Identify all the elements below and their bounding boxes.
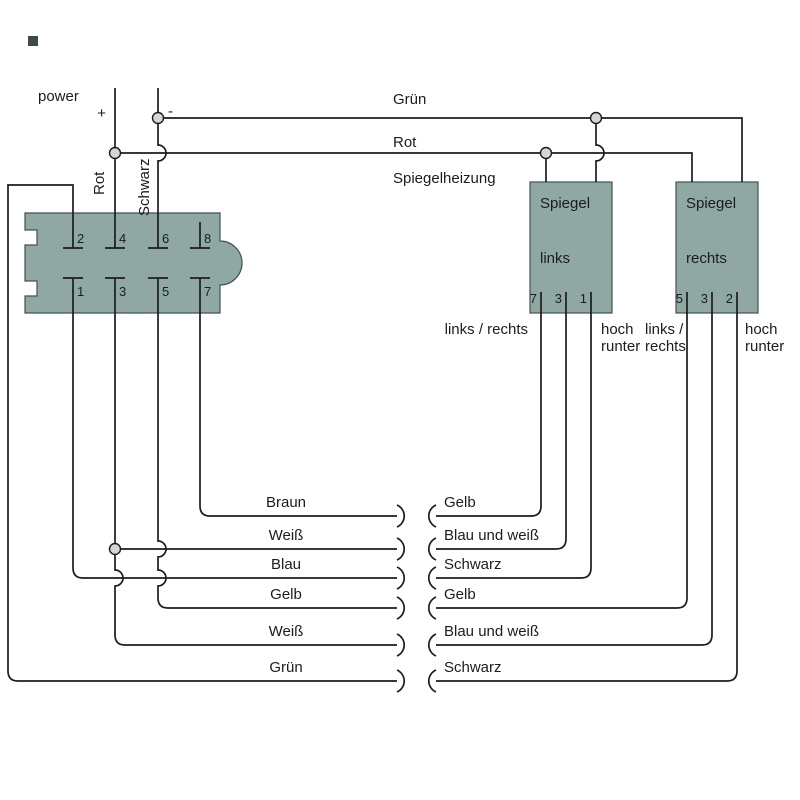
mirror-left-caption-left: links / rechts [445,321,528,338]
connector-block [24,212,243,314]
splice-right-symbol [427,537,437,561]
mirror-right-title: Spiegel [686,195,736,212]
mirror-left-gruen-node [589,111,603,125]
splice-right-label: Blau und weiß [444,623,539,640]
splice-left-label: Weiß [269,527,304,544]
mirror-right-pin3-wire [436,292,713,646]
mirror-left-group [529,181,613,314]
rot-tap-node [108,146,122,160]
power-label: power [38,88,79,105]
rot-wire [115,152,693,182]
splice-right-symbol [427,566,437,590]
mirror-right-caption-right-2: runter [745,338,784,355]
mirror-right-caption-left-1: links / [645,321,684,338]
corner-mark [28,36,38,46]
splice-left-symbol [396,566,406,590]
splice-right-symbol [427,633,437,657]
pin-number-8: 8 [204,231,211,246]
spiegelheizung-label: Spiegelheizung [393,170,496,187]
left-harness [7,184,397,682]
splice-left-symbol [396,537,406,561]
mirror-left-title: Spiegel [540,195,590,212]
mirror-right-group [675,181,759,314]
mirror-left-caption-right-2: runter [601,338,640,355]
junction-nodes [108,111,603,556]
labels: power + - Grün Rot Spiegelheizung Rot Sc… [38,88,784,676]
rot-wire-label: Rot [393,134,417,151]
pin-number-4: 4 [119,231,126,246]
mirror-right-subtitle: rechts [686,250,727,267]
splice-right-symbol [427,504,437,528]
splice-right-label: Gelb [444,586,476,603]
pin2-gruen-loop-wire [7,184,397,682]
gruen-tap-node [151,111,165,125]
gruen-wire-label: Grün [393,91,426,108]
right-harness [436,292,738,682]
mirror-left-caption-right-1: hoch [601,321,634,338]
pin3-weiss-wire [114,278,397,646]
weiss-branch-node [108,542,122,556]
mirror-left-rot-node [539,146,553,160]
splice-left-label: Grün [269,659,302,676]
splice-right-label: Schwarz [444,659,502,676]
pin-number-2: 2 [77,231,84,246]
mirror-right-pin-3: 3 [701,291,708,306]
mirror-right-caption-left-2: rechts [645,338,686,355]
minus-sign: - [168,103,173,120]
pin-number-5: 5 [162,284,169,299]
splice-right-label: Blau und weiß [444,527,539,544]
mirror-left-pin-3: 3 [555,291,562,306]
mirror-left-pin-1: 1 [580,291,587,306]
splice-right-label: Schwarz [444,556,502,573]
splice-left-symbol [396,669,406,693]
mirror-right-pin2-wire [436,292,738,682]
splice-right-symbol [427,596,437,620]
connector-block-group [24,212,243,314]
pin-number-7: 7 [204,284,211,299]
splice-left-symbol [396,633,406,657]
mirror-left-pin-7: 7 [530,291,537,306]
mirror-left-box [529,181,613,314]
pin-number-6: 6 [162,231,169,246]
gruen-drop-left-mirror [595,118,605,182]
gruen-wire [158,117,743,182]
pin-number-3: 3 [119,284,126,299]
mirror-right-pin5-wire [436,292,688,609]
mirror-left-pin3-wire [436,292,567,550]
mirror-left-subtitle: links [540,250,570,267]
splice-left-label: Blau [271,556,301,573]
pin-number-1: 1 [77,284,84,299]
schwarz-feed-label: Schwarz [136,158,153,216]
splice-left-label: Braun [266,494,306,511]
mirror-left-pin7-wire [436,292,542,517]
mirror-right-pin-2: 2 [726,291,733,306]
mirror-right-box [675,181,759,314]
splice-right-label: Gelb [444,494,476,511]
pin5-gelb-wire [157,278,397,609]
splice-left-symbol [396,596,406,620]
splice-left-symbol [396,504,406,528]
mirror-right-caption-right-1: hoch [745,321,778,338]
mirror-left-pin1-wire [436,292,592,579]
pin1-blau-wire [72,278,397,579]
plus-sign: + [97,105,106,122]
splice-left-label: Gelb [270,586,302,603]
rot-feed-label: Rot [91,171,108,195]
splice-connectors [396,504,437,693]
splice-right-symbol [427,669,437,693]
mirror-right-pin-5: 5 [676,291,683,306]
pin7-braun-wire [199,278,397,517]
splice-left-label: Weiß [269,623,304,640]
